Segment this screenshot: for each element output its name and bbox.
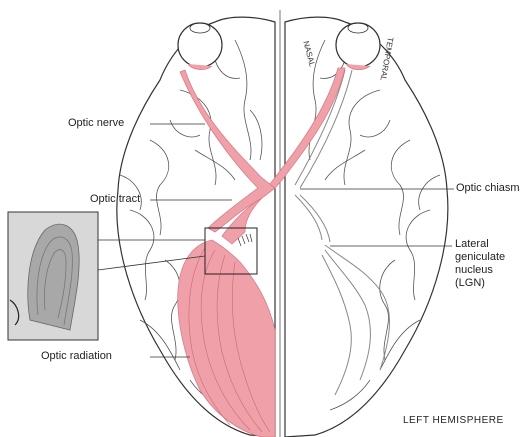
optic-chiasm-label: Optic chiasm bbox=[456, 182, 520, 195]
leader-lines bbox=[98, 124, 454, 357]
left-eye bbox=[178, 23, 222, 70]
lgn-micrograph-inset bbox=[8, 212, 98, 340]
left-optic-pathway bbox=[178, 68, 345, 437]
lgn-label: Lateral geniculate nucleus (LGN) bbox=[455, 238, 519, 290]
right-hemisphere-outline bbox=[285, 17, 448, 437]
right-optic-pathway bbox=[295, 70, 389, 395]
optic-radiation-label: Optic radiation bbox=[41, 350, 112, 363]
left-hemisphere-label: LEFT HEMISPHERE bbox=[403, 414, 504, 427]
right-eye bbox=[336, 23, 380, 70]
optic-tract-label: Optic tract bbox=[90, 193, 140, 206]
optic-nerve-label: Optic nerve bbox=[68, 117, 124, 130]
